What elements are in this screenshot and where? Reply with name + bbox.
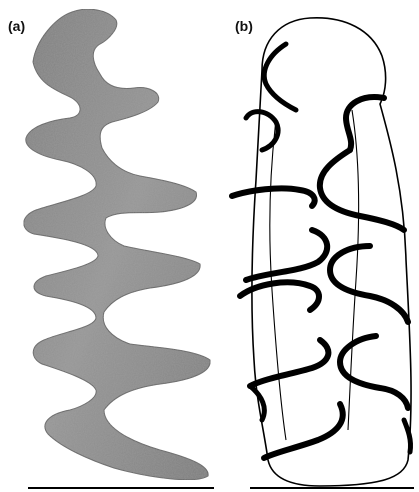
lobe-left-7 (250, 386, 264, 420)
lobe-left-6 (250, 340, 328, 386)
lobe-right-4 (340, 336, 408, 408)
lobe-left-8 (264, 404, 343, 458)
lobe-left-4 (246, 230, 327, 280)
panel-a-specimen (24, 9, 210, 480)
lobe-right-1 (346, 97, 384, 150)
lobe-right-5 (404, 420, 411, 452)
lobe-left-3 (232, 188, 315, 206)
specimen-silhouette (24, 9, 210, 480)
lobe-left-2 (246, 112, 278, 150)
lobe-left-1 (264, 44, 296, 110)
lobe-right-3 (330, 246, 408, 322)
lobe-right-2 (320, 150, 404, 230)
panel-b-outline-drawing (232, 18, 411, 486)
outline-body (252, 18, 411, 486)
